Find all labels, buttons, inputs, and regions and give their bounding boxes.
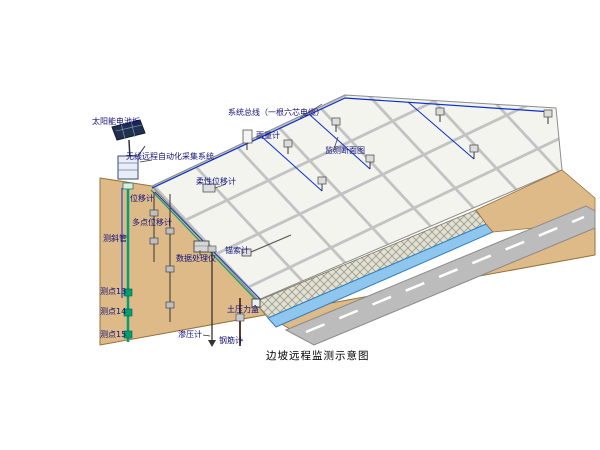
sensor-post — [435, 107, 445, 122]
label-data-processor: 数据处理仪 — [176, 254, 216, 263]
inclinometer-cap — [122, 182, 134, 190]
branch-cable — [309, 114, 371, 170]
road-centerline — [305, 215, 585, 334]
solar-panel — [111, 119, 146, 141]
rebar-gauge-box — [235, 313, 245, 322]
label-point-15: 测点15 — [100, 330, 127, 339]
sensor-posts — [283, 107, 553, 191]
label-point-14: 测点14 — [100, 307, 127, 316]
label-multipoint-displacement: 多点位移计 — [132, 218, 172, 227]
data-processor-box — [193, 240, 210, 253]
label-piezometer: 渗压计 — [178, 330, 202, 339]
borehole-anchor — [165, 301, 175, 309]
sensor-post — [331, 117, 341, 132]
anchor-cable-gauge-assembly — [241, 234, 292, 257]
bus-cable — [151, 97, 553, 189]
multipoint-borehole — [165, 194, 175, 322]
label-earth-pressure-cell: 土压力盒 — [227, 305, 259, 314]
solar-station — [111, 119, 146, 180]
figure-caption: 边坡远程监测示意图 — [266, 350, 370, 362]
label-rain-gauge: 雨量计 — [256, 131, 280, 140]
label-monitoring-section: 监测断面图 — [325, 146, 365, 155]
leader-line — [139, 159, 153, 163]
branch-cable — [407, 101, 475, 160]
borehole-anchor — [165, 227, 175, 235]
label-displacement-meter: 位移计 — [130, 194, 154, 203]
displacement-borehole — [149, 192, 159, 262]
leader-lines — [139, 103, 339, 342]
leader-line — [299, 103, 323, 119]
anchor-cable-gauge-box — [241, 248, 252, 257]
label-rebar-gauge: 钢筋计 — [219, 336, 243, 345]
branch-cable — [261, 136, 323, 192]
label-flexible-displacement: 柔性位移计 — [196, 177, 236, 186]
sensor-post — [469, 144, 479, 159]
sensor-post — [365, 154, 375, 169]
label-system-bus: 系统总线（一根六芯电缆） — [228, 108, 324, 117]
borehole-anchor — [165, 265, 175, 273]
measure-point-marker — [123, 308, 133, 317]
leader-line — [332, 136, 339, 153]
sensor-post — [543, 109, 553, 124]
measure-point-marker — [123, 330, 133, 339]
label-wireless-system: 无线远程自动化采集系统 — [126, 152, 214, 161]
solar-panel-grid — [115, 120, 143, 140]
borehole-anchor — [149, 209, 159, 217]
antenna-line — [137, 145, 146, 157]
piezometer-pipe — [207, 245, 217, 347]
label-solar-panel: 太阳能电池板 — [92, 117, 140, 126]
station-box-lines — [118, 162, 138, 171]
rain-gauge — [242, 129, 253, 150]
station-box — [117, 155, 139, 180]
rebar-gauge-assembly — [235, 298, 245, 346]
label-inclinometer-tube: 测斜管 — [103, 234, 127, 243]
inclinometer — [121, 182, 134, 342]
piezometer-tip — [208, 340, 216, 347]
label-anchor-cable-gauge: 锚索计 — [225, 246, 249, 255]
leader-line — [254, 304, 259, 311]
borehole-anchor — [149, 237, 159, 245]
leader-line — [239, 339, 244, 342]
leader-line — [202, 334, 211, 337]
label-point-13: 测点13 — [100, 287, 127, 296]
sensor-post — [317, 176, 327, 191]
measure-point-marker — [123, 288, 133, 297]
sensor-post — [283, 139, 293, 154]
flexible-displacement-device — [202, 183, 227, 193]
anchor-cable-line — [250, 234, 292, 253]
